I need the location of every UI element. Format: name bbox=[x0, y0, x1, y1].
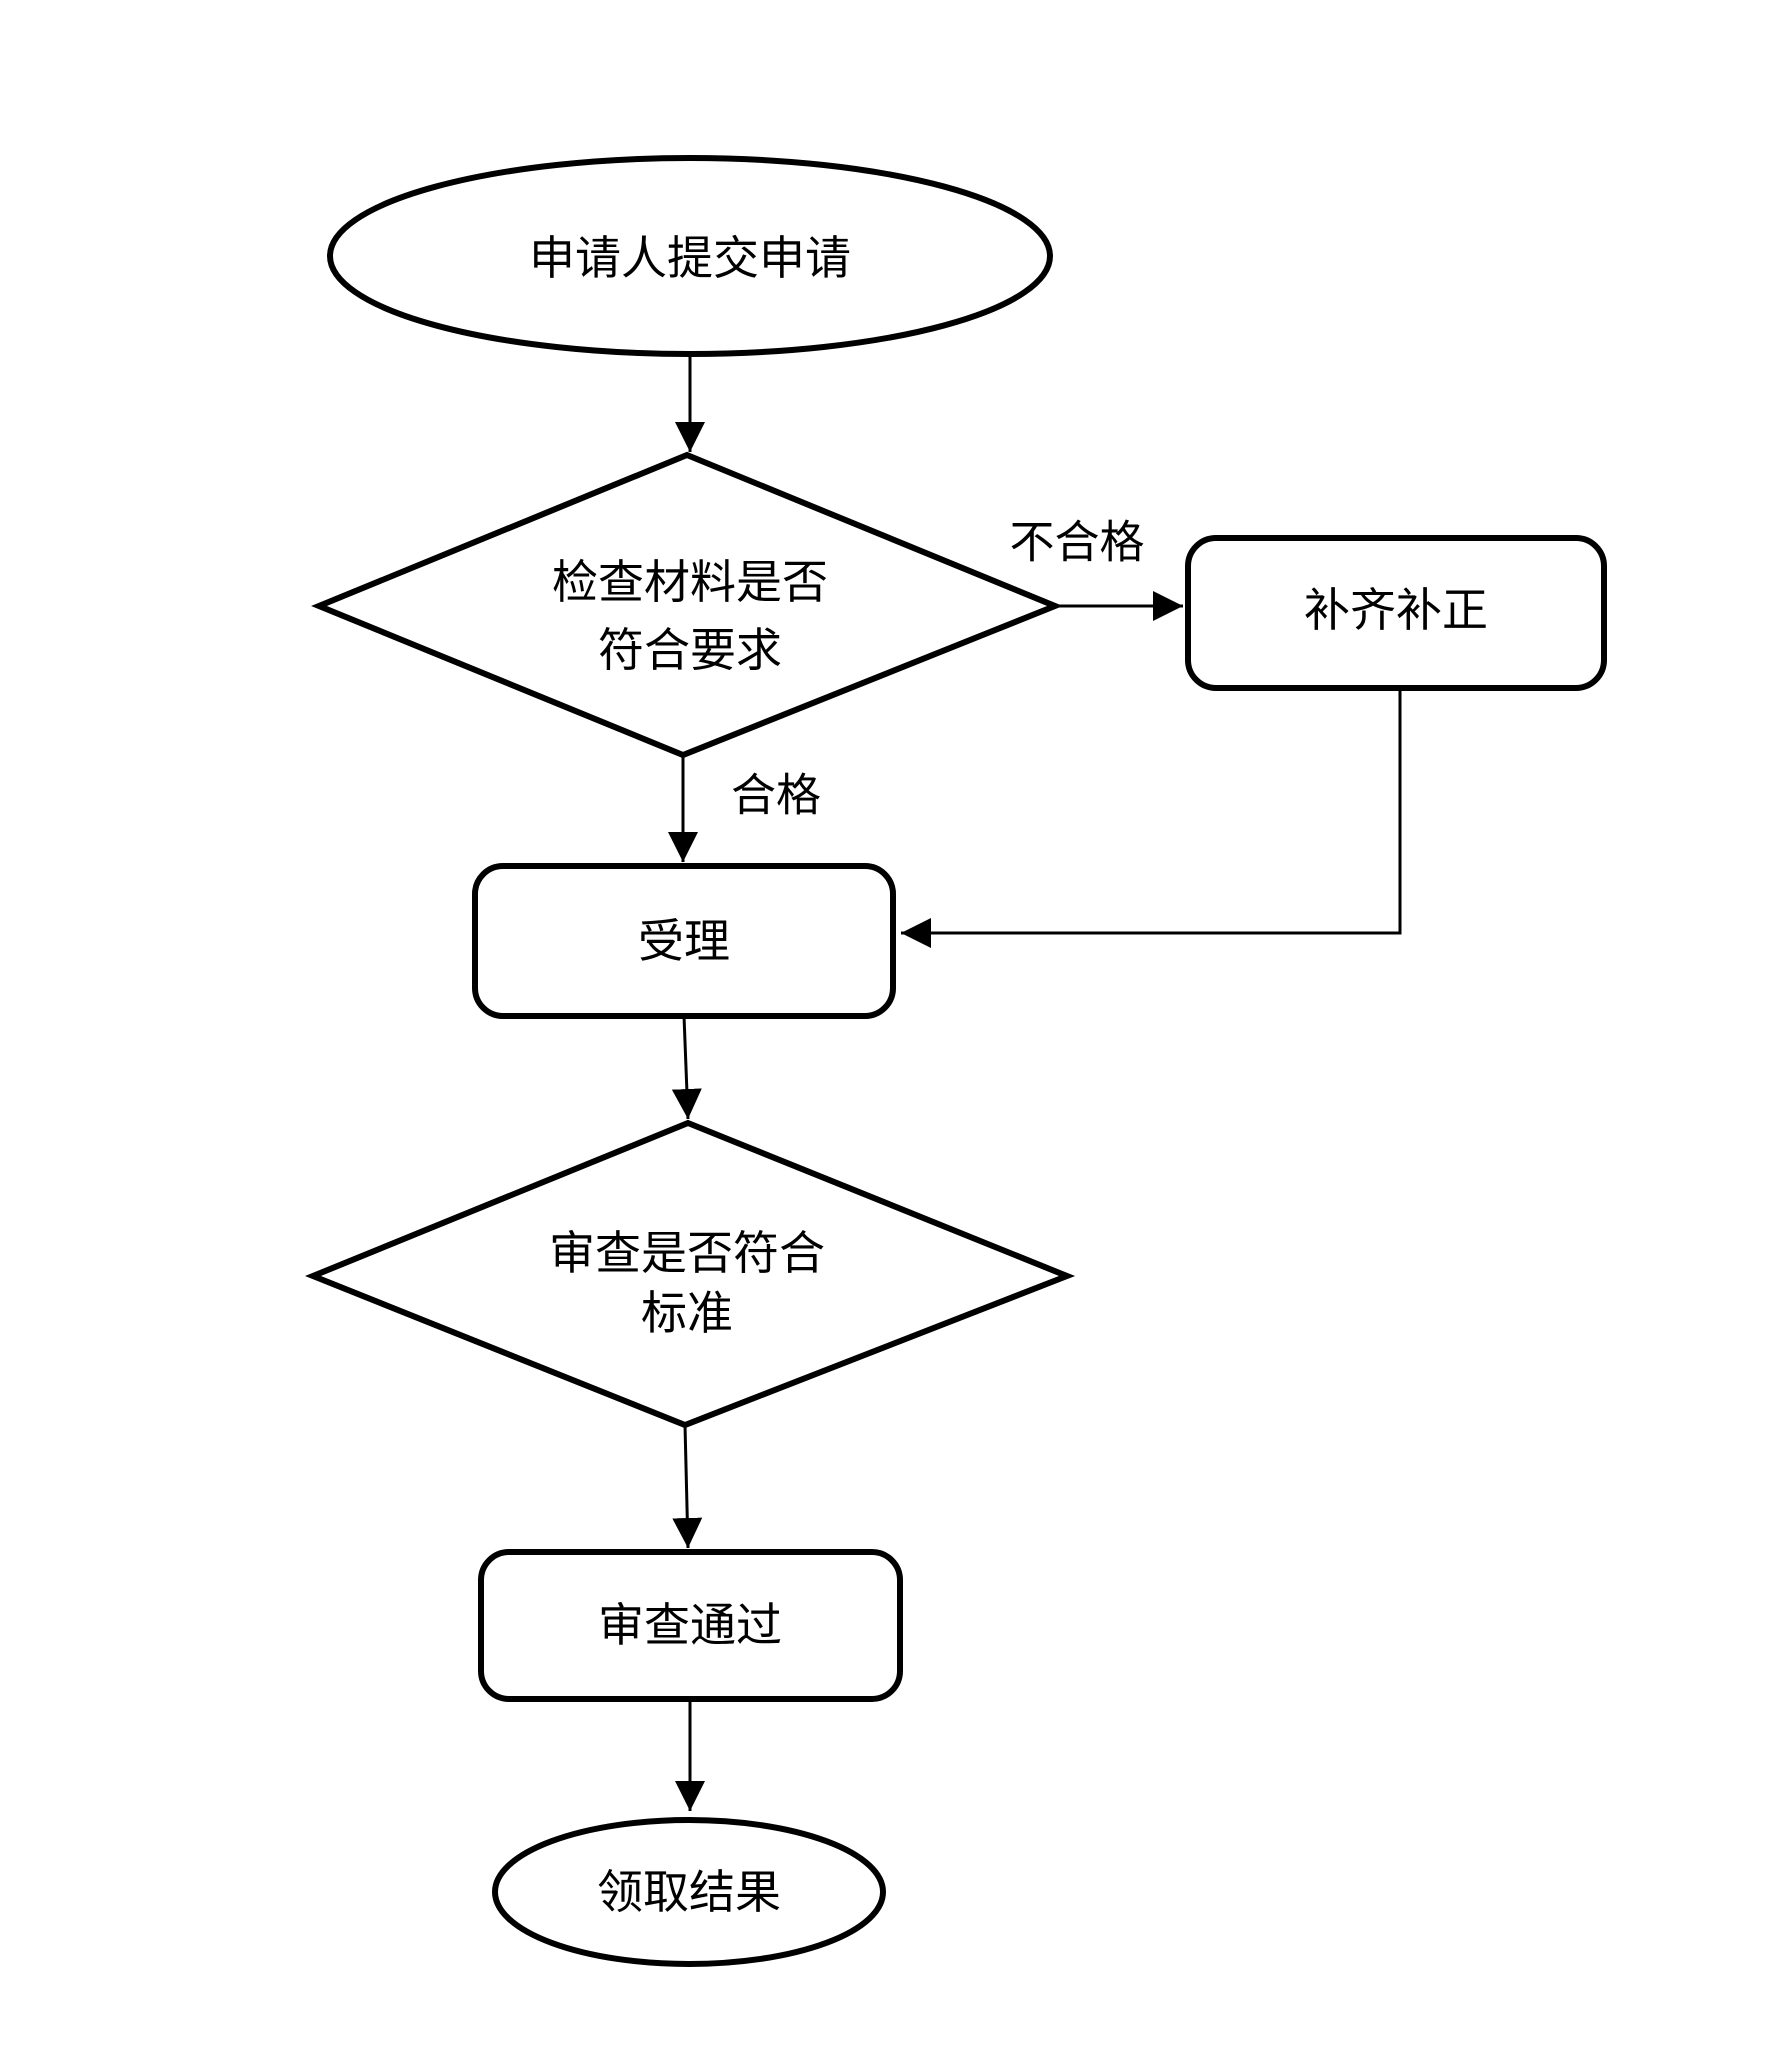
review-label-line2: 标准 bbox=[641, 1286, 733, 1340]
accept-rect-shape bbox=[472, 863, 896, 1019]
edge-accept-to-review bbox=[671, 1015, 702, 1120]
edge-label-pass: 合格 bbox=[731, 769, 821, 822]
edges bbox=[668, 354, 1402, 1811]
check-materials-label-line1: 检查材料是否 bbox=[552, 555, 828, 609]
review-label-line1: 审查是否符合 bbox=[549, 1226, 825, 1280]
edge-review-to-passed bbox=[672, 1424, 703, 1549]
edge-label-fail: 不合格 bbox=[1009, 516, 1144, 569]
node-check-materials: 检查材料是否 符合要求 bbox=[311, 451, 1063, 759]
start-label: 申请人提交申请 bbox=[529, 231, 851, 285]
node-accept: 受理 bbox=[472, 863, 896, 1019]
node-supplement: 补齐补正 bbox=[1185, 535, 1607, 691]
node-start: 申请人提交申请 bbox=[327, 155, 1053, 357]
review-passed-label: 审查通过 bbox=[598, 1598, 782, 1652]
node-review: 审查是否符合 标准 bbox=[304, 1119, 1076, 1429]
review-passed-rect-shape bbox=[478, 1549, 903, 1702]
check-materials-label-line2: 符合要求 bbox=[598, 623, 782, 677]
node-review-passed: 审查通过 bbox=[478, 1549, 903, 1702]
supplement-rect-shape bbox=[1185, 535, 1607, 691]
end-ellipse-shape bbox=[492, 1817, 886, 1967]
end-label: 领取结果 bbox=[597, 1865, 781, 1919]
accept-label: 受理 bbox=[638, 914, 730, 968]
start-ellipse-shape bbox=[327, 155, 1053, 357]
edge-supplement-to-accept bbox=[901, 688, 1402, 948]
node-end: 领取结果 bbox=[492, 1817, 886, 1967]
supplement-label: 补齐补正 bbox=[1304, 583, 1488, 637]
check-materials-diamond-shape bbox=[311, 451, 1063, 759]
review-diamond-shape bbox=[304, 1119, 1076, 1429]
